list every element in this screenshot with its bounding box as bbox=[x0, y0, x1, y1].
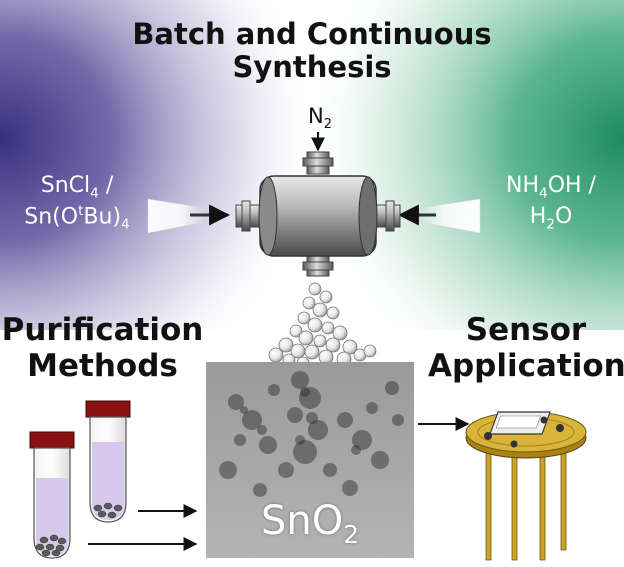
sensor-label: Sensor Application bbox=[428, 312, 624, 384]
n2-subscript: 2 bbox=[323, 117, 332, 133]
n2-base: N bbox=[308, 104, 324, 128]
right-reagent-sub-4: 4 bbox=[539, 185, 548, 202]
title-line-2: Synthesis bbox=[232, 50, 392, 85]
left-reagent-sub-4a: 4 bbox=[90, 185, 99, 202]
sensor-device bbox=[465, 411, 587, 561]
left-reagent-label: SnCl4 / Sn(OtBu)4 bbox=[2, 172, 152, 235]
product-base: SnO bbox=[260, 498, 344, 544]
right-reagent-nh: NH bbox=[506, 173, 540, 198]
left-reagent-sub-4b: 4 bbox=[121, 216, 130, 233]
sensor-line-1: Sensor bbox=[465, 312, 587, 348]
purification-line-2: Methods bbox=[27, 347, 178, 384]
right-spray bbox=[419, 198, 481, 234]
purification-line-1: Purification bbox=[1, 312, 204, 348]
right-reagent-label: NH4OH / H2O bbox=[478, 172, 624, 234]
right-reagent-line-1: NH4OH / bbox=[478, 172, 624, 203]
purification-label: Purification Methods bbox=[0, 312, 205, 384]
right-reagent-oh: OH / bbox=[547, 173, 596, 198]
diagram-title: Batch and Continuous Synthesis bbox=[112, 17, 512, 85]
left-reagent-bu: Bu) bbox=[83, 204, 122, 230]
left-reagent-slash: / bbox=[98, 173, 114, 198]
right-reagent-line-2: H2O bbox=[478, 203, 624, 234]
left-reagent-sno: Sn(O bbox=[24, 204, 79, 230]
right-reagent-sub-2: 2 bbox=[546, 216, 555, 233]
product-label: SnO2 bbox=[206, 498, 414, 549]
left-reagent-line-2: Sn(OtBu)4 bbox=[2, 203, 152, 234]
right-reagent-h: H bbox=[529, 204, 547, 230]
right-reagent-o: O bbox=[554, 204, 573, 230]
left-spray bbox=[147, 198, 206, 234]
inlet-gas-label: N2 bbox=[296, 104, 344, 132]
reactor bbox=[235, 151, 401, 277]
test-tube-back bbox=[85, 400, 131, 523]
sensor-line-2: Application bbox=[428, 347, 624, 384]
left-reagent-line-1: SnCl4 / bbox=[2, 172, 152, 203]
left-reagent-sup-t: t bbox=[78, 203, 84, 220]
test-tube-front bbox=[29, 431, 75, 559]
tem-image bbox=[206, 362, 414, 558]
title-line-1: Batch and Continuous bbox=[132, 17, 492, 51]
left-reagent-sncl: SnCl bbox=[40, 173, 91, 198]
product-subscript: 2 bbox=[343, 520, 359, 549]
